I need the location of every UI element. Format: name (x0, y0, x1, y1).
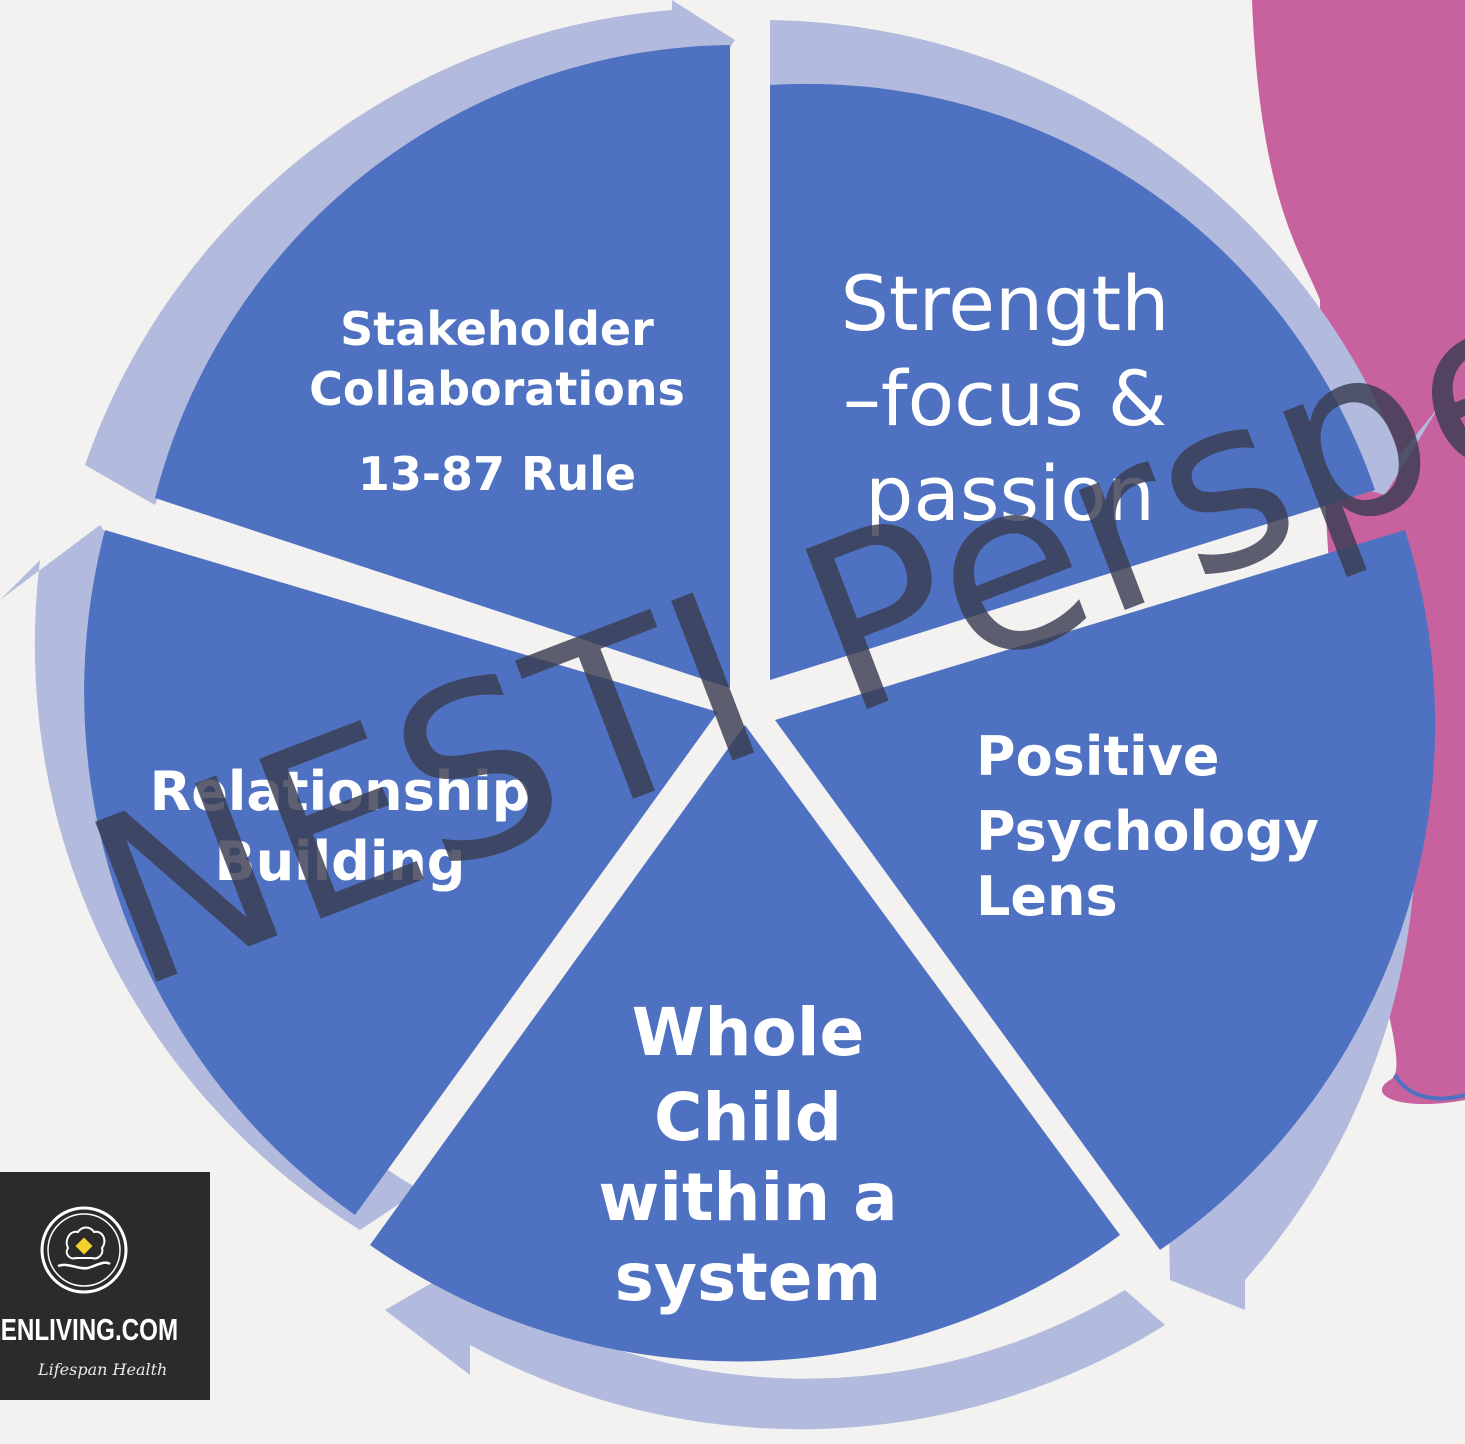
label-right-2: Psychology (976, 800, 1319, 863)
accent-outline-curve (1393, 1073, 1465, 1101)
label-right-3: Lens (976, 865, 1118, 928)
ring-arrow-top-right (770, 20, 1440, 495)
label-top-left-2: Collaborations (309, 362, 685, 416)
segment-top-left (155, 45, 730, 688)
label-bottom-4: system (615, 1239, 882, 1316)
brain-hand-icon (40, 1206, 128, 1294)
label-bottom-1: Whole (632, 994, 865, 1071)
label-left-1: Relationship (150, 760, 531, 823)
logo-tagline: Lifespan Health (38, 1360, 168, 1379)
label-right-1: Positive (976, 725, 1219, 788)
segment-left (84, 530, 718, 1215)
label-top-right-3: passion (865, 449, 1155, 538)
pie-segments (84, 45, 1436, 1362)
label-top-right-1: Strength (841, 259, 1170, 348)
label-bottom-3: within a (598, 1159, 897, 1236)
label-left-2: Building (215, 830, 466, 893)
label-bottom-2: Child (654, 1079, 842, 1156)
logo-brand-text: ZENLIVING.COM (0, 1312, 179, 1347)
ring-arrow-bottom (385, 1255, 1165, 1430)
segment-right (775, 530, 1436, 1250)
segment-bottom (370, 725, 1120, 1362)
label-top-left-1: Stakeholder (340, 302, 654, 356)
segment-labels: Stakeholder Collaborations 13-87 Rule St… (150, 259, 1319, 1316)
label-top-left-3: 13-87 Rule (358, 447, 636, 501)
segment-top-right (770, 83, 1375, 681)
label-top-right-2: –focus & (843, 354, 1167, 443)
logo-badge: ZENLIVING.COM Lifespan Health (0, 1172, 210, 1400)
